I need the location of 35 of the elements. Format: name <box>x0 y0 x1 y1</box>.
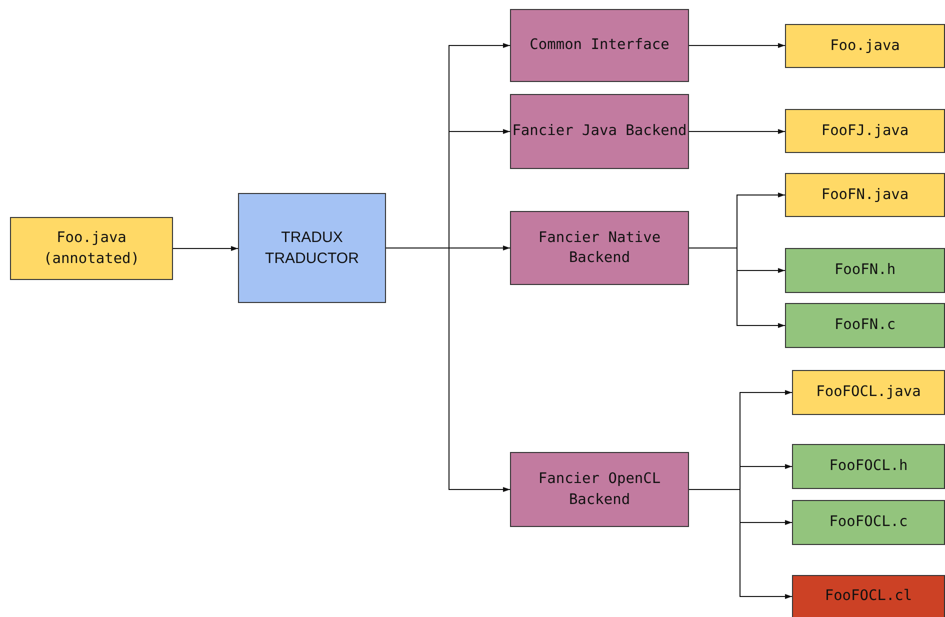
file-name: TRADUX TRADUCTOR <box>264 228 360 269</box>
file-name: FooFOCL.c <box>829 513 908 532</box>
arrow <box>688 489 792 599</box>
arrow <box>172 246 238 251</box>
file-name: FooFOCL.cl <box>824 587 912 606</box>
file-box <box>792 444 945 489</box>
file-name: FooFN.c <box>834 316 896 336</box>
file-box <box>785 248 945 293</box>
file-name: Foo.java (annotated) <box>42 229 141 268</box>
file-name: Common Interface <box>530 36 670 56</box>
file-box <box>785 24 945 68</box>
process-box <box>238 193 386 303</box>
file-box <box>792 575 945 617</box>
file-name: Fancier Java Backend <box>512 122 687 142</box>
arrow <box>688 248 786 328</box>
file-box <box>792 370 945 415</box>
arrow <box>688 43 786 48</box>
backend-box <box>510 9 689 82</box>
backend-box <box>510 452 689 527</box>
file-name: Fancier OpenCL Backend <box>537 470 662 510</box>
file-name: FooFN.h <box>834 261 896 280</box>
file-box <box>10 217 173 280</box>
file-box <box>785 303 945 348</box>
file-name: FooFJ.java <box>821 122 909 141</box>
backend-box <box>510 211 689 285</box>
file-name: Foo.java <box>830 36 900 56</box>
backend-box <box>510 94 689 169</box>
file-box <box>785 109 945 153</box>
file-box <box>785 173 945 217</box>
file-name: FooFOCL.h <box>829 457 908 476</box>
file-box <box>792 500 945 545</box>
file-name: FooFN.java <box>821 186 909 205</box>
file-name: Fancier Native Backend <box>537 228 662 268</box>
file-name: FooFOCL.java <box>816 383 921 402</box>
arrow <box>688 129 786 134</box>
